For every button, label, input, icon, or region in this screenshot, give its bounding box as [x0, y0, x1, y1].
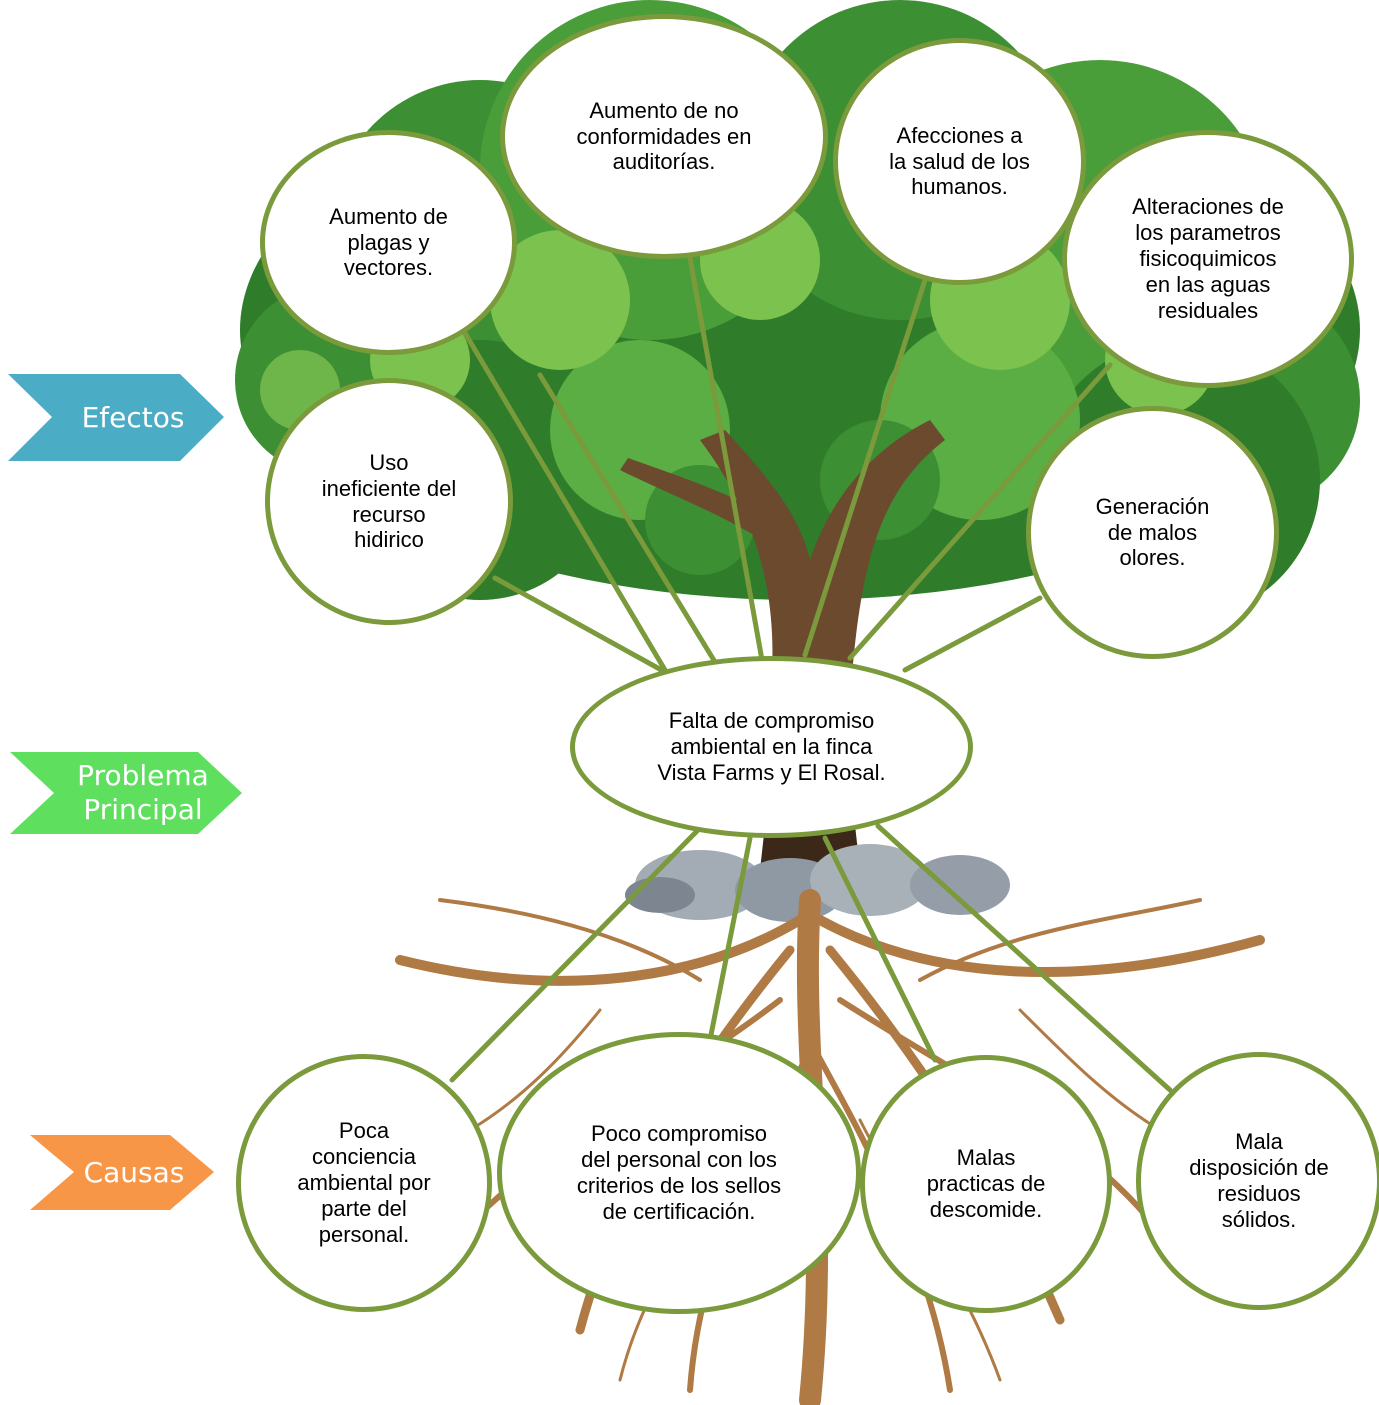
effect-node: Alteraciones de los parametros fisicoqui… — [1062, 130, 1354, 388]
effect-node: Aumento de plagas y vectores. — [260, 130, 517, 355]
chevron-shapes — [8, 374, 242, 1210]
problema-chevron — [10, 752, 242, 834]
effect-node: Generación de malos olores. — [1026, 406, 1279, 659]
cause-node: Malas practicas de descomide. — [860, 1055, 1112, 1313]
causas-chevron — [30, 1135, 214, 1210]
problema-label: Problema Principal — [77, 759, 209, 826]
connector-lines — [449, 255, 1173, 1093]
efectos-chevron — [8, 374, 224, 461]
cause-node: Poco compromiso del personal con los cri… — [497, 1032, 861, 1314]
effect-node: Aumento de no conformidades en auditoría… — [500, 14, 828, 259]
efectos-label: Efectos — [81, 400, 185, 434]
effect-node: Uso ineficiente del recurso hidirico — [265, 378, 513, 625]
effect-node: Afecciones a la salud de los humanos. — [833, 38, 1086, 285]
causas-label: Causas — [83, 1155, 185, 1189]
rocks — [625, 844, 1010, 922]
cause-node: Poca conciencia ambiental por parte del … — [236, 1054, 492, 1312]
cause-node: Mala disposición de residuos sólidos. — [1136, 1052, 1379, 1310]
main-problem-node: Falta de compromiso ambiental en la finc… — [570, 656, 973, 838]
